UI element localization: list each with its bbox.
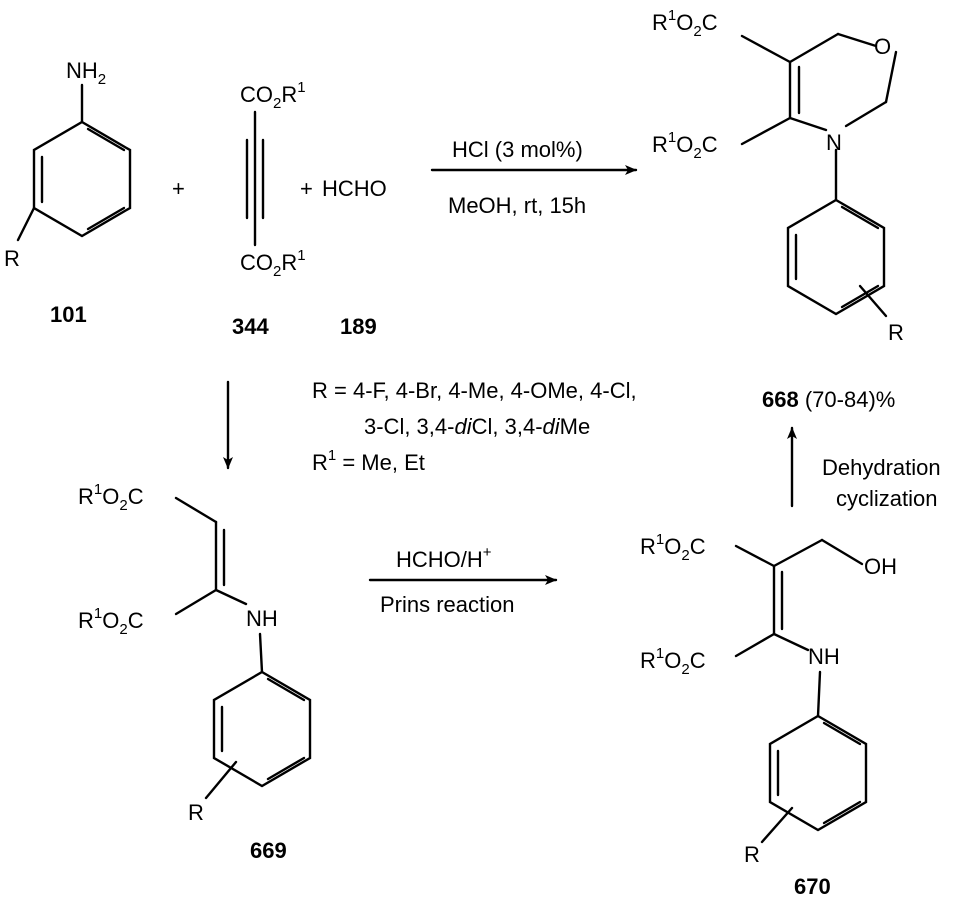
- product-yield: (70-84)%: [805, 387, 895, 412]
- compound-668-id: 668: [762, 387, 799, 412]
- compound-669-enamine: R1O2C R1O2C NH R 669: [78, 481, 312, 863]
- compound-189-id: 189: [340, 314, 377, 339]
- enamine-nh-label: NH: [246, 606, 278, 631]
- prins-reaction-arrow: HCHO/H+ Prins reaction: [368, 544, 558, 617]
- dehydration-cyclization-arrow: Dehydration cyclization: [787, 426, 941, 511]
- intermediate-oh-label: OH: [864, 554, 897, 579]
- main-arrow-conditions: MeOH, rt, 15h: [448, 193, 586, 218]
- plus-sign-1: +: [172, 176, 185, 201]
- compound-101-id: 101: [50, 302, 87, 327]
- product-ring-n: N: [826, 130, 842, 155]
- r-substituent-line2: 3-Cl, 3,4-diCl, 3,4-diMe: [364, 414, 590, 439]
- product-ester-bottom: R1O2C: [652, 129, 718, 162]
- cyclization-label-line1: Dehydration: [822, 455, 941, 480]
- enamine-r-label: R: [188, 800, 204, 825]
- product-ester-top: R1O2C: [652, 7, 718, 40]
- enamine-aryl-ring: [204, 670, 312, 800]
- intermediate-ester-bottom: R1O2C: [640, 645, 706, 678]
- prins-arrow-reagent: HCHO/H+: [396, 544, 492, 572]
- formaldehyde-formula: HCHO: [322, 176, 387, 201]
- intermediate-r-label: R: [744, 842, 760, 867]
- r-substituent-line1: R = 4-F, 4-Br, 4-Me, 4-OMe, 4-Cl,: [312, 378, 637, 403]
- compound-670-intermediate: R1O2C OH R1O2C NH R 670: [640, 531, 897, 898]
- enamine-ester-bottom: R1O2C: [78, 605, 144, 638]
- aniline-r-label: R: [4, 246, 20, 271]
- main-reaction-arrow: HCl (3 mol%) MeOH, rt, 15h: [430, 137, 638, 218]
- compound-670-id: 670: [794, 874, 831, 898]
- compound-669-id: 669: [250, 838, 287, 863]
- cyclization-label-line2: cyclization: [836, 486, 937, 511]
- product-r-label: R: [888, 320, 904, 345]
- main-arrow-catalyst: HCl (3 mol%): [452, 137, 583, 162]
- r1-substituent-line: R1 = Me, Et: [312, 447, 425, 475]
- substituent-legend: R = 4-F, 4-Br, 4-Me, 4-OMe, 4-Cl, 3-Cl, …: [312, 378, 637, 475]
- aniline-nh2-label: NH2: [66, 58, 106, 88]
- enamine-ester-top: R1O2C: [78, 481, 144, 514]
- aniline-benzene-ring: [16, 83, 132, 242]
- compound-344-alkyne: CO2R1 CO2R1 344: [232, 79, 306, 339]
- product-ring-o: O: [874, 34, 891, 59]
- prins-arrow-label: Prins reaction: [380, 592, 515, 617]
- oxazine-ring: [788, 32, 898, 132]
- alkyne-triple-bond: [245, 110, 265, 247]
- alkyne-ester-top: CO2R1: [240, 79, 306, 112]
- product-id-yield: 668 (70-84)%: [762, 387, 895, 412]
- compound-668-product: O N R1O2C R1O2C R 668 (70-84)%: [652, 7, 904, 412]
- compound-344-id: 344: [232, 314, 269, 339]
- intermediate-aryl-ring: [760, 714, 868, 844]
- intermediate-ester-top: R1O2C: [640, 531, 706, 564]
- intermediate-nh-label: NH: [808, 644, 840, 669]
- alkyne-ester-bottom: CO2R1: [240, 247, 306, 280]
- compound-101-aniline: NH2 R 101: [4, 58, 132, 327]
- plus-sign-2: +: [300, 176, 313, 201]
- product-aryl-ring: [786, 198, 888, 318]
